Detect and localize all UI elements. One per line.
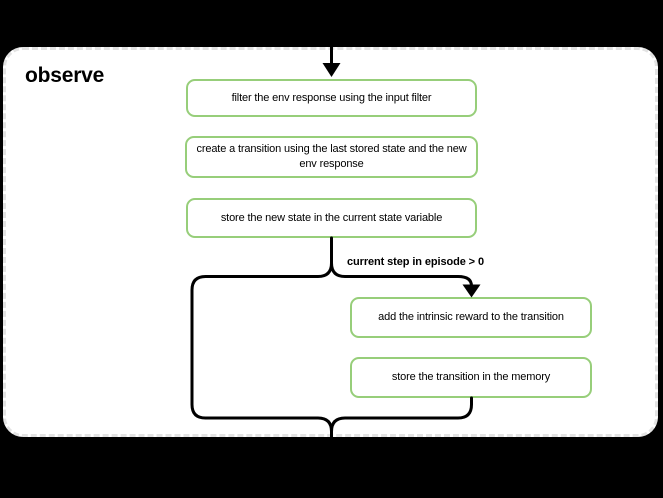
node-store-new-state: store the new state in the current state…: [186, 198, 477, 238]
node-store-transition: store the transition in the memory: [350, 357, 592, 398]
node-add-intrinsic-reward: add the intrinsic reward to the transiti…: [350, 297, 592, 338]
condition-label: current step in episode > 0: [347, 256, 484, 268]
node-create-transition: create a transition using the last store…: [185, 136, 478, 178]
node-filter-env-response: filter the env response using the input …: [186, 79, 477, 117]
group-title: observe: [25, 64, 105, 87]
